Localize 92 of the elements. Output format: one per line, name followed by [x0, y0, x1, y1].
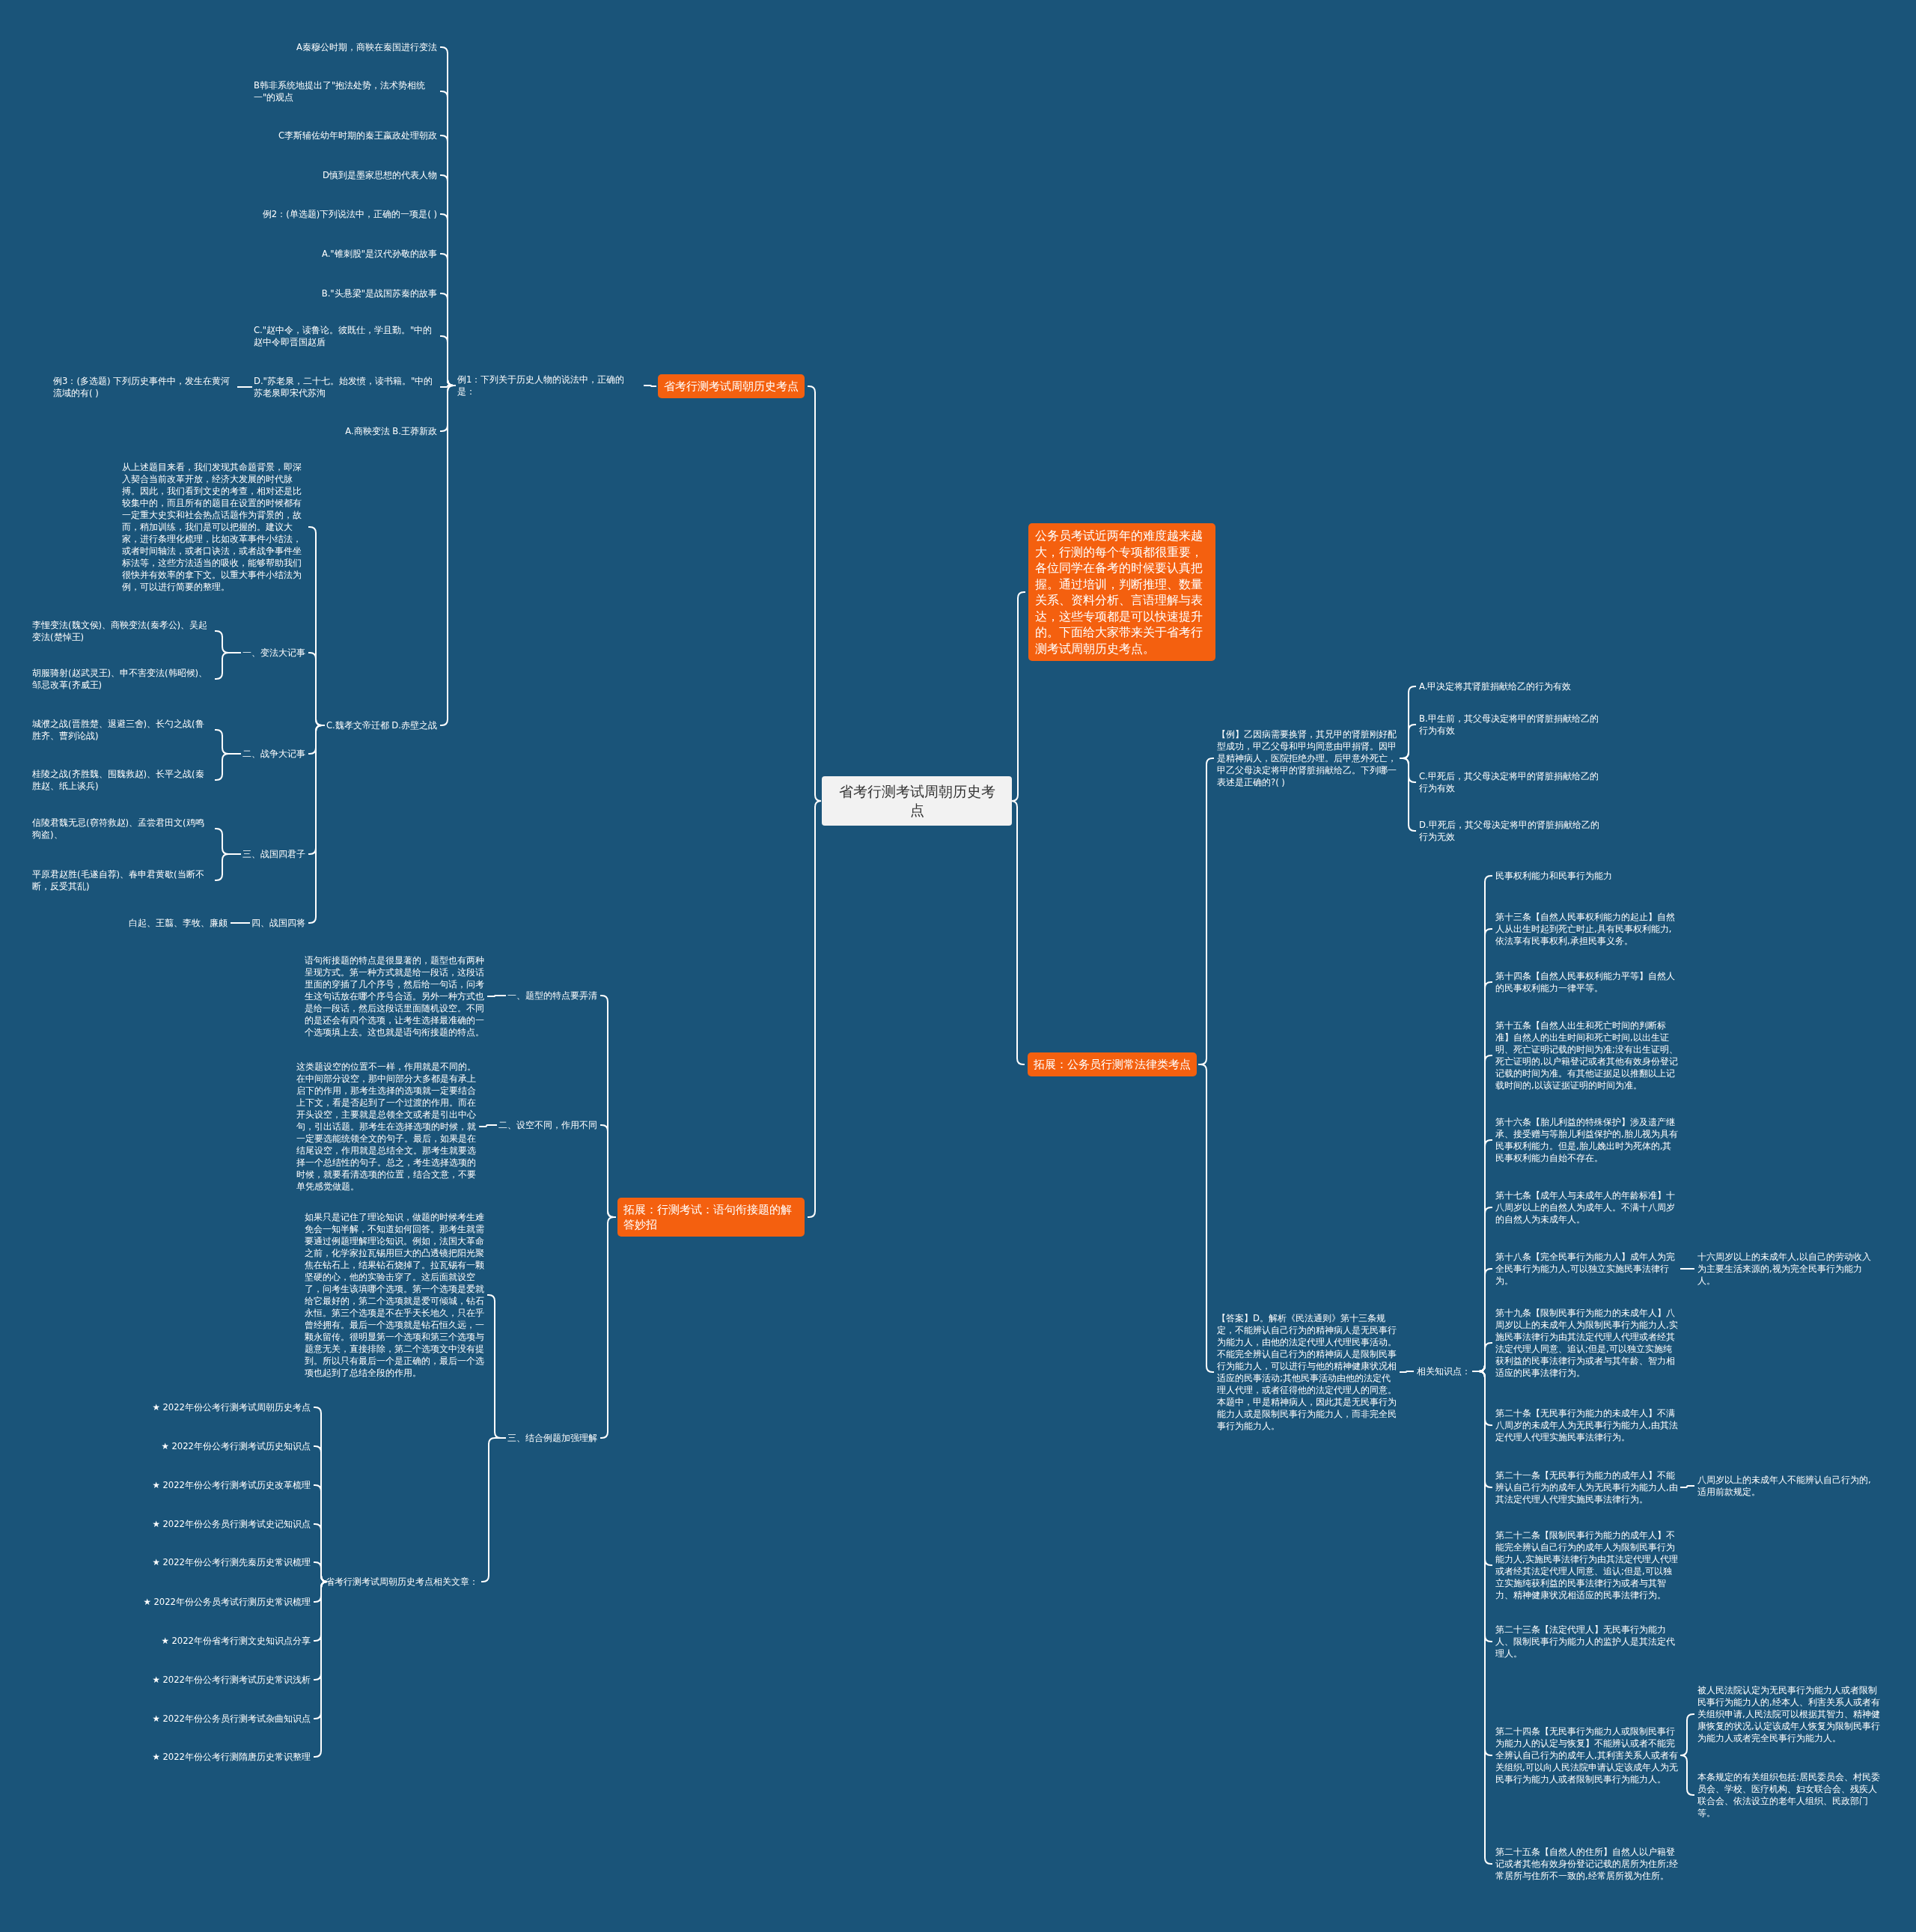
branch-text: 第二十二条【限制民事行为能力的成年人】不能完全辨认自己行为的成年人为限制民事行为能力人,实施民事法律行为由其法定代理人代理或者经其法定代理人同意、追认;但是,可以独立实施纯获利益的民事法律行为或者与其智力、精神健康状况相适应的民事法律行为。 — [1495, 1529, 1679, 1601]
branch-text: 白起、王翦、李牧、廉颇 — [129, 917, 228, 929]
branch-text: 信陵君魏无忌(窃符救赵)、孟尝君田文(鸡鸣狗盗)、 — [32, 817, 212, 841]
branch-text: 第十六条【胎儿利益的特殊保护】涉及遗产继承、接受赠与等胎儿利益保护的,胎儿视为具有民事权利能力。但是,胎儿娩出时为死体的,其民事权利能力自始不存在。 — [1495, 1116, 1679, 1164]
branch-text: 第二十条【无民事行为能力的未成年人】不满八周岁的未成年人为无民事行为能力人,由其法定代理人代理实施民事法律行为。 — [1495, 1407, 1679, 1443]
connector-line — [214, 853, 242, 881]
branch-text: 第十五条【自然人出生和死亡时间的判断标准】自然人的出生时间和死亡时间,以出生证明、死亡证明记载的时间为准;没有出生证明、死亡证明的,以户籍登记或者其他有效身份登记记载的时间为准。有其他证据足以推翻以上记载时间的,以该证据证明的时间为准。 — [1495, 1020, 1679, 1091]
connector-line — [1679, 1485, 1695, 1488]
branch-text: 【例】乙因病需要换肾，其兄甲的肾脏刚好配型成功，甲乙父母和甲均同意由甲捐肾。因甲是精神病人，医院拒绝办理。后甲意外死亡，甲乙父母决定将甲的肾脏捐献给乙。下列哪一表述是正确的?( ) — [1217, 728, 1398, 788]
connector-line — [1399, 1371, 1415, 1373]
branch-text: ★ 2022年份公务员行测考试史记知识点 — [152, 1518, 311, 1530]
topic-box: 省考行测考试周朝历史考点 — [658, 374, 805, 398]
connector-line — [643, 385, 657, 387]
branch-text: 第二十五条【自然人的住所】自然人以户籍登记或者其他有效身份登记记载的居所为住所;经常居所与住所不一致的,经常居所视为住所。 — [1495, 1846, 1679, 1882]
branch-text: B."头悬梁"是战国苏秦的故事 — [321, 287, 437, 299]
branch-text: 四、战国四将 — [251, 917, 305, 929]
branch-text: ★ 2022年份公考行测考试历史改革梳理 — [152, 1479, 311, 1491]
branch-text: A."锥刺股"是汉代孙敬的故事 — [321, 248, 437, 260]
branch-text: 平原君赵胜(毛遂自荐)、春申君黄歇(当断不断，反受其乱) — [32, 868, 212, 892]
branch-text: 【答案】D。解析《民法通则》第十三条规定，不能辨认自己行为的精神病人是无民事行为能力人，由他的法定代理人代理民事活动。不能完全辨认自己行为的精神病人是限制民事行为能力人，可以进行与他的精神健康状况相适应的民事活动;其他民事活动由他的法定代理人代理，或者征得他的法定代理人的同意。本题中，甲是精神病人，因此其是无民事行为能力人或是限制民事行为能力人，而非完全民事行为能力人。 — [1217, 1312, 1398, 1432]
branch-text: C.魏孝文帝迁都 D.赤壁之战 — [326, 719, 437, 731]
connector-line — [1399, 758, 1417, 832]
branch-text: 第十七条【成年人与未成年人的年龄标准】十八周岁以上的自然人为成年人。不满十八周岁的自然人为未成年人。 — [1495, 1189, 1679, 1225]
central-topic-box: 省考行测考试周朝历史考点 — [822, 776, 1012, 826]
branch-text: 一、题型的特点要弄清 — [507, 990, 597, 1002]
branch-text: A秦穆公时期，商鞅在秦国进行变法 — [296, 41, 437, 53]
connector-line — [486, 995, 507, 997]
connector-line — [807, 800, 822, 1218]
branch-text: D."苏老泉，二十七。始发愤，读书籍。"中的苏老泉即宋代苏洵 — [254, 375, 437, 399]
branch-text: 例2：(单选题)下列说法中，正确的一项是( ) — [262, 208, 437, 220]
branch-text: 例1：下列关于历史人物的说法中，正确的是： — [457, 374, 641, 397]
branch-text: 城濮之战(晋胜楚、退避三舍)、长勺之战(鲁胜齐、曹刿论战) — [32, 718, 212, 742]
branch-text: 桂陵之战(齐胜魏、围魏救赵)、长平之战(秦胜赵、纸上谈兵) — [32, 768, 212, 792]
branch-text: B.甲生前，其父母决定将甲的肾脏捐献给乙的行为有效 — [1419, 713, 1602, 737]
branch-text: 被人民法院认定为无民事行为能力人或者限制民事行为能力人的,经本人、利害关系人或者有关组织申请,人民法院可以根据其智力、精神健康恢复的状况,认定该成年人恢复为限制民事行为能力人或者完全民事行为能力人。 — [1697, 1684, 1885, 1744]
connector-line — [1010, 800, 1025, 1065]
branch-text: C."赵中令，读鲁论。彼既仕，学且勤。"中的赵中令即晋国赵盾 — [254, 324, 437, 348]
branch-text: C李斯辅佐幼年时期的秦王嬴政处理朝政 — [278, 129, 437, 141]
branch-text: 例3：(多选题) 下列历史事件中，发生在黄河流域的有( ) — [53, 375, 234, 399]
branch-text: 第二十三条【法定代理人】无民事行为能力人、限制民事行为能力人的监护人是其法定代理人。 — [1495, 1624, 1679, 1660]
connector-line — [480, 1437, 507, 1582]
connector-line — [1679, 1755, 1695, 1796]
branch-text: 二、战争大记事 — [242, 748, 305, 760]
branch-text: 李悝变法(魏文侯)、商鞅变法(秦孝公)、吴起变法(楚悼王) — [32, 619, 212, 643]
branch-text: 第二十一条【无民事行为能力的成年人】不能辨认自己行为的成年人为无民事行为能力人,由其法定代理人代理实施民事法律行为。 — [1495, 1469, 1679, 1505]
connector-line — [313, 1581, 328, 1758]
branch-text: ★ 2022年份公考行测考试历史常识浅析 — [152, 1674, 311, 1686]
branch-text: 三、结合例题加强理解 — [507, 1432, 597, 1444]
branch-text: D慎到是墨家思想的代表人物 — [323, 169, 437, 181]
topic-box: 公务员考试近两年的难度越来越大，行测的每个专项都很重要，各位同学在备考的时候要认真把握。通过培训，判断推理、数量关系、资料分析、言语理解与表达，这些专项都是可以快速提升的。下面给大家带来关于省考行测考试周朝历史考点。 — [1028, 523, 1215, 661]
branch-text: ★ 2022年份省考行测文史知识点分享 — [161, 1635, 311, 1647]
branch-text: A.甲决定将其肾脏捐献给乙的行为有效 — [1419, 680, 1572, 692]
branch-text: ★ 2022年份公务员行测考试杂曲知识点 — [152, 1713, 311, 1725]
branch-text: 一、变法大记事 — [242, 647, 305, 659]
branch-text: 省考行测考试周朝历史考点相关文章： — [326, 1576, 478, 1588]
branch-text: 相关知识点： — [1417, 1365, 1471, 1377]
branch-text: 第十九条【限制民事行为能力的未成年人】八周岁以上的未成年人为限制民事行为能力人,实施民事法律行为由其法定代理人代理或者经其法定代理人同意、追认;但是,可以独立实施纯获利益的民事法律行为或者与其年龄、智力相适应的民事法律行为。 — [1495, 1307, 1679, 1379]
branch-text: ★ 2022年份公考行测考试历史知识点 — [161, 1440, 311, 1452]
topic-box: 拓展：公务员行测常法律类考点 — [1028, 1052, 1197, 1076]
branch-text: 十六周岁以上的未成年人,以自己的劳动收入为主要生活来源的,视为完全民事行为能力人。 — [1697, 1251, 1876, 1287]
branch-text: C.甲死后，其父母决定将甲的肾脏捐献给乙的行为有效 — [1419, 770, 1602, 794]
connector-line — [214, 652, 242, 680]
branch-text: 本条规定的有关组织包括:居民委员会、村民委员会、学校、医疗机构、妇女联合会、残疾人联合会、依法设立的老年人组织、民政部门等。 — [1697, 1771, 1885, 1819]
branch-text: 如果只是记住了理论知识，做题的时候考生难免会一知半解，不知道如何回答。那考生就需要通过例题理解理论知识。例如，法国大革命之前，化学家拉瓦锡用巨大的凸透镜把阳光聚焦在钻石上，结果钻石烧掉了。拉瓦锡有一颗坚硬的心，他的实验击穿了。这后面就设空了，问考生该填哪个选项。第一个选项是爱就给它最好的，第二个选项就是爱可倾城，钻石永恒。第三个选项是不在乎天长地久，只在乎曾经拥有。最后一个选项就是钻石恒久远，一颗永留传。很明显第一个选项和第三个选项与题意无关，直接排除，第二个选项文中没有提到。所以只有最后一个是正确的，最后一个选项也起到了总结全段的作用。 — [305, 1211, 484, 1379]
connector-line — [230, 922, 251, 924]
branch-text: 语句衔接题的特点是很显著的，题型也有两种呈现方式。第一种方式就是给一段话，这段话里面的穿插了几个序号，然后给一句话，问考生这句话放在哪个序号合适。另外一种方式也是给一段话，然后这段话里面随机设空。不同的是还会有四个选项，让考生选择最准确的一个选项填上去。这也就是语句衔接题的特点。 — [305, 954, 484, 1038]
branch-text: 民事权利能力和民事行为能力 — [1495, 870, 1612, 882]
connector-line — [439, 385, 457, 726]
connector-line — [478, 1124, 498, 1127]
branch-text: 胡服骑射(赵武灵王)、申不害变法(韩昭候)、邹忌改革(齐威王) — [32, 667, 212, 691]
branch-text: D.甲死后，其父母决定将甲的肾脏捐献给乙的行为无效 — [1419, 819, 1602, 843]
branch-text: A.商鞅变法 B.王莽新政 — [345, 425, 437, 437]
branch-text: 二、设空不同，作用不同 — [498, 1119, 597, 1131]
branch-text: 第十三条【自然人民事权利能力的起止】自然人从出生时起到死亡时止,具有民事权利能力,依法享有民事权利,承担民事义务。 — [1495, 911, 1679, 947]
connector-line — [214, 753, 242, 781]
connector-line — [1471, 1371, 1493, 1865]
branch-text: 第十八条【完全民事行为能力人】成年人为完全民事行为能力人,可以独立实施民事法律行为。 — [1495, 1251, 1679, 1287]
branch-text: 第十四条【自然人民事权利能力平等】自然人的民事权利能力一律平等。 — [1495, 970, 1679, 994]
branch-text: ★ 2022年份公考行测考试周朝历史考点 — [152, 1401, 311, 1413]
branch-text: 从上述题目来看，我们发现其命题背景，即深入契合当前改革开放，经济大发展的时代脉搏。因此，我们看到文史的考查，相对还是比较集中的，而且所有的题目在设置的时候都有一定重大史实和社会热点话题作为背景的，故而，稍加训练，我们是可以把握的。建议大家，进行条理化梳理，比如改革事件小结法，或者时间轴法，或者口诀法，或者战争事件坐标法等，这些方法适当的吸收，能够帮助我们很快并有效率的拿下文。以重大事件小结法为例，可以进行简要的整理。 — [122, 461, 305, 593]
branch-text: ★ 2022年份公考行测先秦历史常识梳理 — [152, 1556, 311, 1568]
topic-box: 拓展：行测考试：语句衔接题的解答妙招 — [617, 1198, 805, 1237]
branch-text: 第二十四条【无民事行为能力人或限制民事行为能力人的认定与恢复】不能辨认或者不能完全辨认自己行为的成年人,其利害关系人或者有关组织,可以向人民法院申请认定该成年人为无民事行为能力人或者限制民事行为能力人。 — [1495, 1725, 1679, 1785]
branch-text: 八周岁以上的未成年人不能辨认自己行为的,适用前款规定。 — [1697, 1474, 1876, 1498]
connector-line — [1679, 1268, 1695, 1270]
branch-text: 三、战国四君子 — [242, 848, 305, 860]
connector-line — [308, 725, 326, 924]
branch-text: ★ 2022年份公考行测隋唐历史常识整理 — [152, 1751, 311, 1763]
branch-text: ★ 2022年份公务员考试行测历史常识梳理 — [143, 1596, 311, 1608]
branch-text: 这类题设空的位置不一样，作用就是不同的。在中间部分设空，那中间部分大多都是有承上启下的作用，那考生选择的选项就一定要结合上下文，看是否起到了一个过渡的作用。而在开头设空，主要就是总领全文或者是引出中心句，引出话题。那考生在选择选项的时候，就一定要选能统领全文的句子。最后，如果是在结尾设空，作用就是总结全文。那考生就要选择一个总结性的句子。总之，考生选择选项的时候，就要看清选项的位置，结合文意，不要单凭感觉做题。 — [296, 1061, 476, 1192]
connector-line — [237, 386, 253, 388]
branch-text: B韩非系统地提出了"抱法处势，法术势相统一"的观点 — [254, 79, 437, 103]
